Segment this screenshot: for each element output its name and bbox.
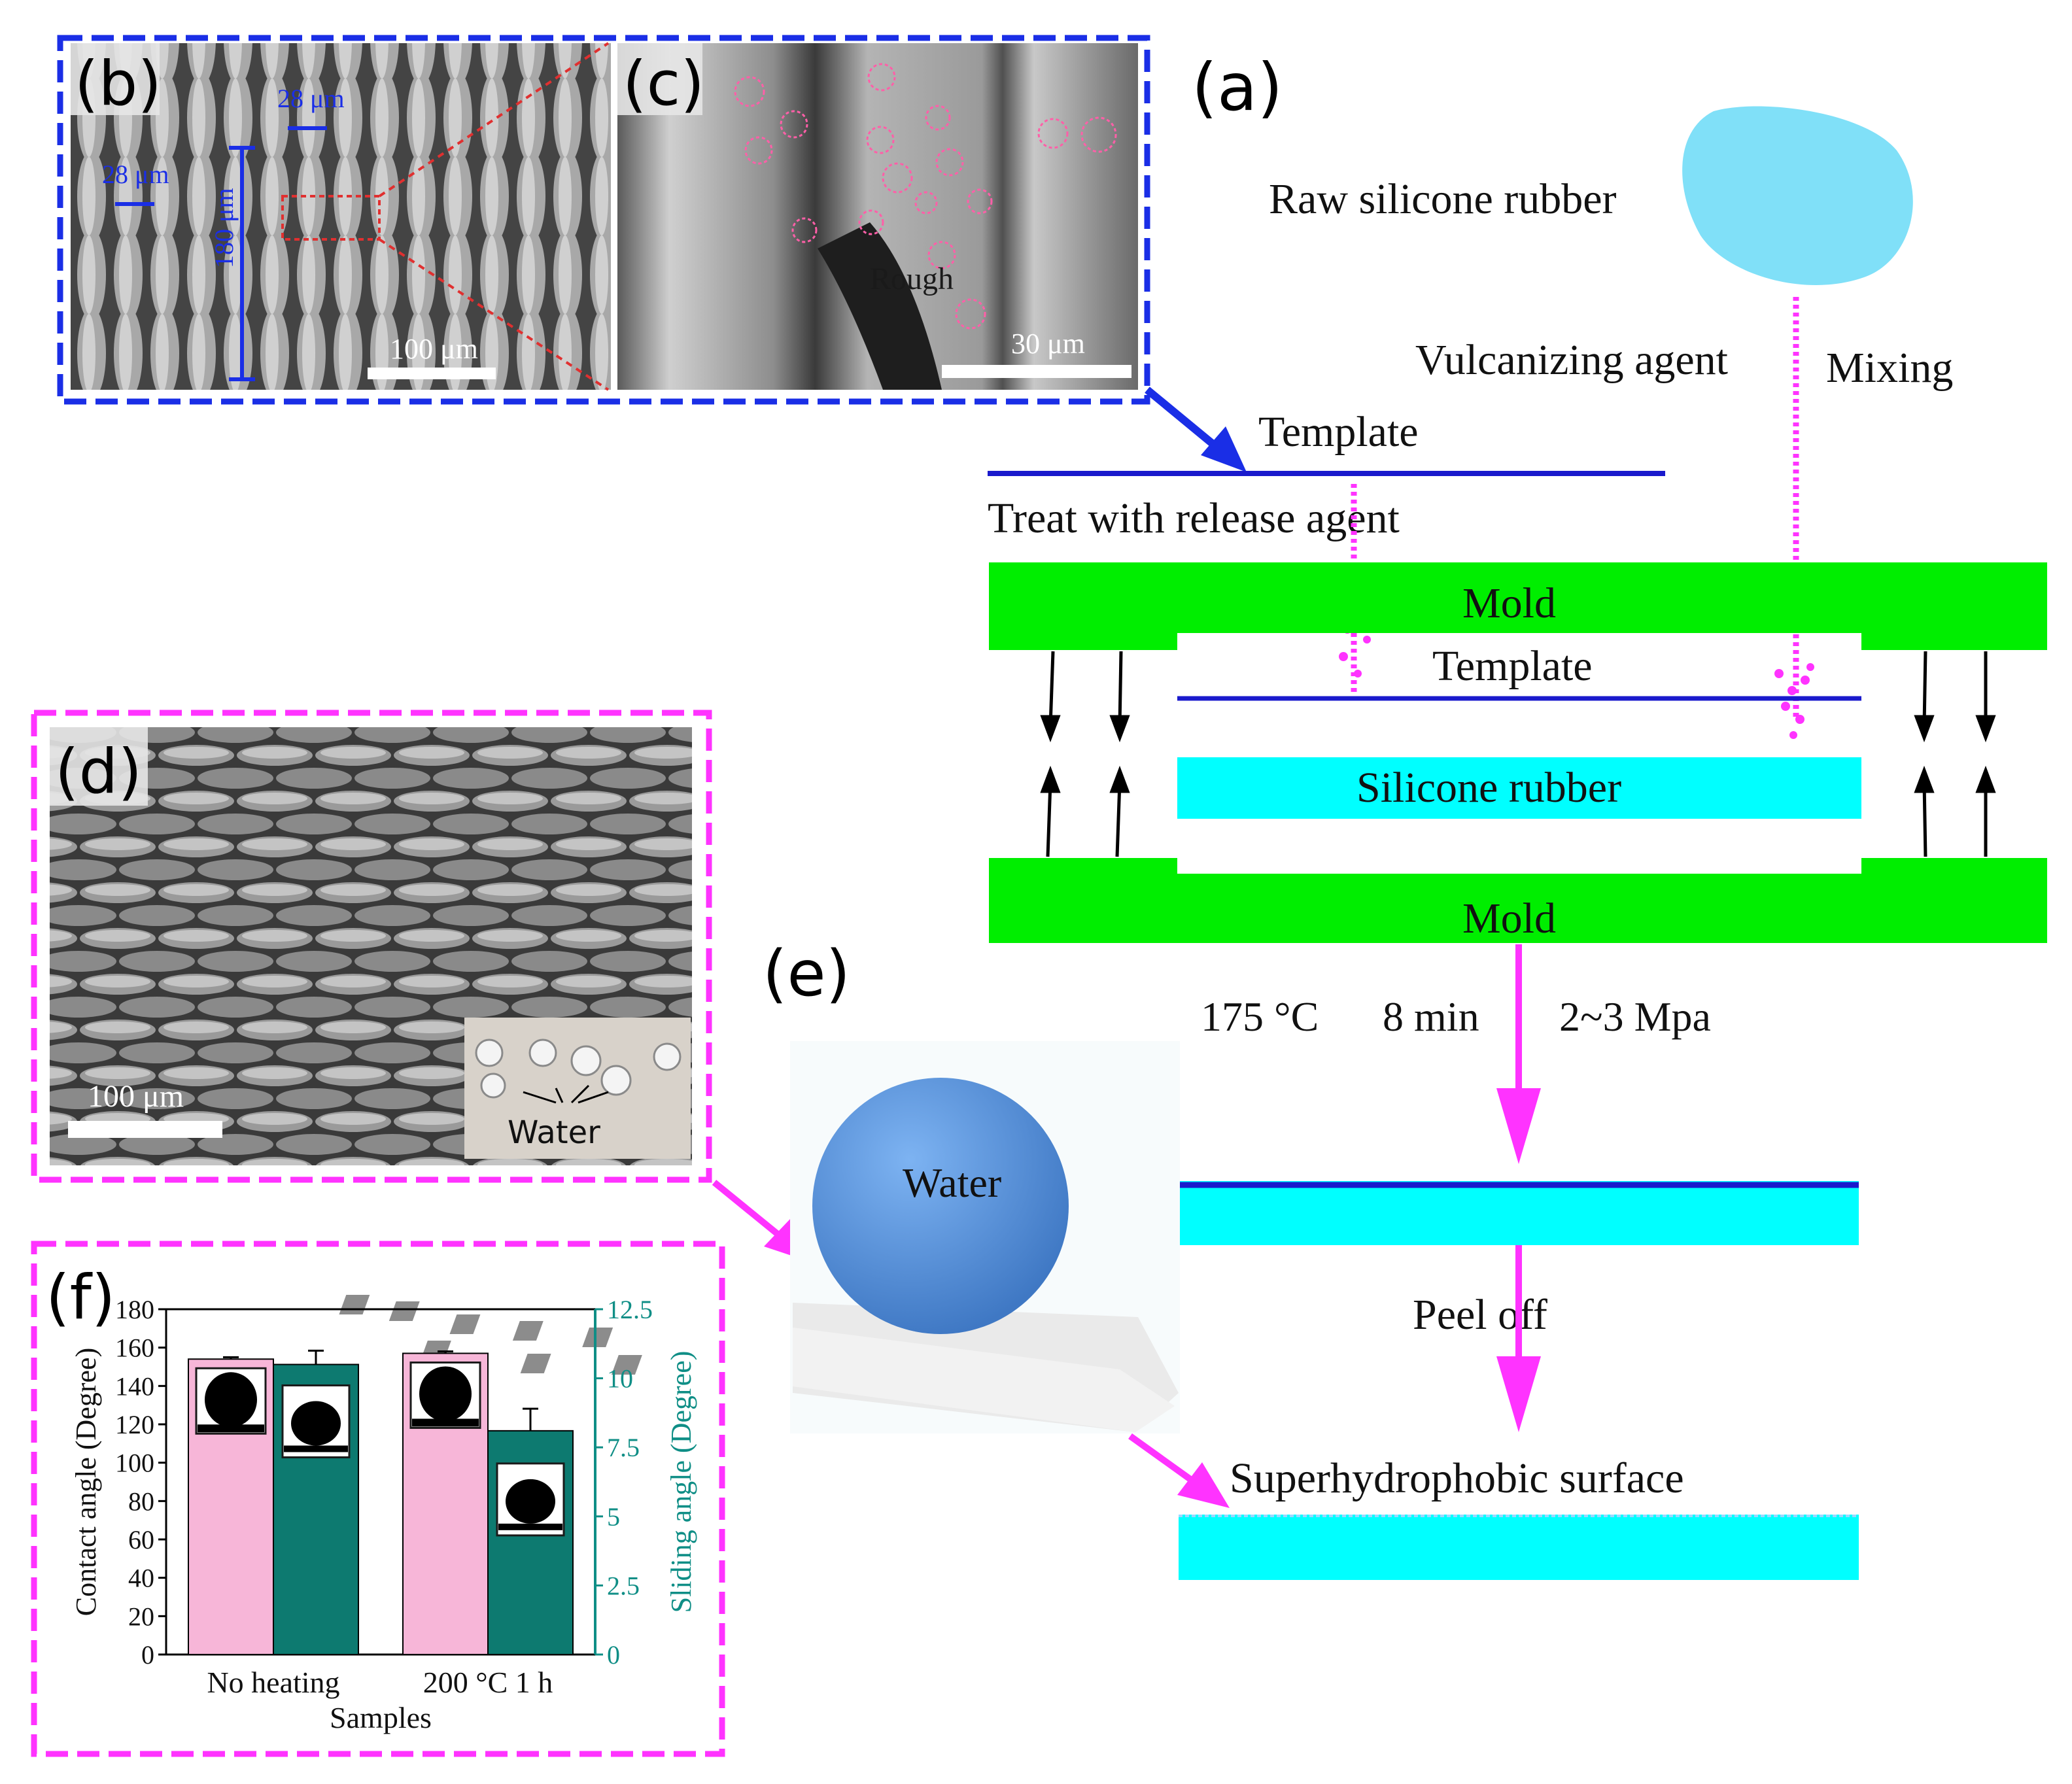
left-tick-label: 140 xyxy=(115,1371,154,1401)
cured-silicone xyxy=(1179,1181,1859,1245)
superhydrophobic-bar xyxy=(1179,1515,1859,1580)
scale-d-bar xyxy=(68,1121,222,1138)
panel-bc-frame xyxy=(57,35,1150,405)
sliding-droplet xyxy=(291,1401,341,1446)
contact-droplet-base xyxy=(412,1418,479,1427)
label-d-bg xyxy=(50,727,148,806)
x-axis-label: Samples xyxy=(330,1701,432,1734)
right-tick-label: 2.5 xyxy=(607,1571,640,1600)
scale-c-bar xyxy=(942,365,1131,378)
right-tick-label: 12.5 xyxy=(607,1295,653,1324)
sphere-water-label: Water xyxy=(903,1159,1001,1206)
left-tick-label: 180 xyxy=(115,1295,154,1324)
left-tick-label: 60 xyxy=(128,1525,154,1554)
dim-28-left: 28 μm xyxy=(102,160,169,189)
left-tick-label: 160 xyxy=(115,1333,154,1363)
inset-water-label: Water xyxy=(508,1114,600,1151)
process-arrow-1-head xyxy=(1496,1088,1541,1164)
mold-top-label: Mold xyxy=(1462,579,1556,627)
category-label: 200 °C 1 h xyxy=(423,1666,553,1699)
superhydrophobic-label: Superhydrophobic surface xyxy=(1230,1454,1684,1502)
zoom-box xyxy=(281,195,381,241)
right-tick-label: 7.5 xyxy=(607,1433,640,1462)
y-axis-label-right: Sliding angle (Degree) xyxy=(665,1351,697,1613)
dim-180: 180 μm xyxy=(209,188,239,268)
right-tick-label: 10 xyxy=(607,1364,633,1394)
template-top-label: Template xyxy=(1258,408,1419,456)
press-arrows xyxy=(1040,651,1996,857)
mixing-label: Mixing xyxy=(1826,344,1953,392)
raw-silicone-label: Raw silicone rubber xyxy=(1269,175,1617,223)
panel-letter-c: (c) xyxy=(623,48,704,120)
scale-d-text: 100 μm xyxy=(88,1079,184,1114)
panel-letter-e: (e) xyxy=(763,937,850,1010)
sem-c-gap xyxy=(818,222,942,390)
inset-droplets xyxy=(475,1038,682,1099)
treat-label: Treat with release agent xyxy=(988,494,1400,542)
panel-letter-f: (f) xyxy=(46,1262,115,1333)
panel-letter-a: (a) xyxy=(1192,49,1283,126)
left-tick-label: 0 xyxy=(141,1640,154,1670)
process-arrow-2-head xyxy=(1496,1356,1541,1432)
water-sphere xyxy=(812,1078,1069,1334)
scale-b-text: 100 μm xyxy=(390,333,478,365)
left-tick-label: 120 xyxy=(115,1410,154,1439)
panel-f-frame xyxy=(31,1241,725,1757)
category-label: No heating xyxy=(207,1666,339,1699)
left-tick-label: 20 xyxy=(128,1602,154,1631)
silicone-rubber-label: Silicone rubber xyxy=(1356,764,1621,812)
dim-28-top: 28 μm xyxy=(277,84,345,113)
rough-label: Rough xyxy=(870,262,954,296)
contact-sliding-chart: 0 20 40 60 80 100 120 140 160 180 0 2.5 5 7.5 10 12.5No… xyxy=(70,1295,697,1734)
arrow-e-surface-head xyxy=(1177,1462,1230,1508)
mold-top xyxy=(989,562,2047,650)
left-tick-label: 100 xyxy=(115,1449,154,1478)
template-mid-label: Template xyxy=(1432,642,1593,690)
peel-off-label: Peel off xyxy=(1413,1291,1547,1339)
pressure-label: 2~3 Mpa xyxy=(1559,993,1711,1040)
scale-c-text: 30 μm xyxy=(1011,328,1085,360)
sliding-droplet-base xyxy=(498,1523,562,1530)
right-tick-label: 0 xyxy=(607,1640,620,1670)
left-tick-label: 40 xyxy=(128,1564,154,1593)
sliding-droplet-base xyxy=(284,1445,348,1452)
left-tick-label: 80 xyxy=(128,1486,154,1516)
y-axis-label-left: Contact angle (Degree) xyxy=(70,1348,102,1616)
time-label: 8 min xyxy=(1383,993,1479,1040)
silicone-rubber-bar xyxy=(1177,757,1861,819)
e-microstructures xyxy=(339,1295,642,1375)
rough-circles xyxy=(734,63,1117,330)
label-c-bg xyxy=(617,43,702,115)
mold-bottom-label: Mold xyxy=(1462,895,1556,942)
mold-bottom xyxy=(989,858,2047,943)
contact-droplet-base xyxy=(198,1424,264,1433)
mixing-dots xyxy=(1774,663,1814,739)
sliding-droplet xyxy=(506,1479,555,1524)
zoom-line-bottom xyxy=(378,238,610,391)
label-b-bg xyxy=(71,43,160,115)
arrow-e-surface-shaft xyxy=(1128,1433,1192,1483)
raw-silicone-blob xyxy=(1682,106,1913,285)
panel-d-frame xyxy=(31,710,712,1183)
zoom-line-top xyxy=(378,42,610,197)
e-substrate-front xyxy=(793,1328,1175,1432)
temp-label: 175 °C xyxy=(1201,993,1319,1040)
arrow-d-e-shaft xyxy=(712,1180,787,1243)
arrow-bc-head xyxy=(1201,426,1247,472)
vulcanizing-label: Vulcanizing agent xyxy=(1415,336,1728,384)
inset-arrows xyxy=(523,1084,609,1104)
right-tick-label: 5 xyxy=(607,1502,620,1532)
scale-b-bar xyxy=(368,368,496,379)
panel-letter-b: (b) xyxy=(75,48,162,120)
panel-letter-d: (d) xyxy=(55,736,142,808)
contact-droplet xyxy=(419,1366,472,1422)
contact-droplet xyxy=(205,1372,257,1428)
